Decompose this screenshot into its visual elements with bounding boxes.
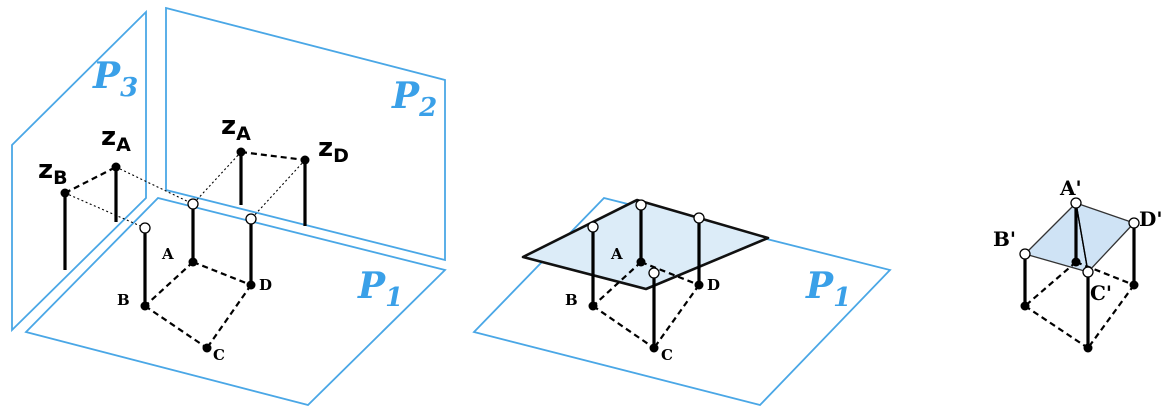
right-top-point-c xyxy=(1082,266,1094,278)
label-za-p3: zA xyxy=(101,122,131,156)
label-c: C xyxy=(213,346,225,364)
base-ad xyxy=(192,260,252,287)
plane-p3 xyxy=(11,9,147,333)
top-diagonal xyxy=(1075,202,1089,273)
right-base-ab xyxy=(1024,261,1077,307)
label-zd: zD xyxy=(318,133,349,167)
right-base-bc xyxy=(1024,305,1089,349)
mid-top-point-a xyxy=(635,199,647,211)
right-base-ad xyxy=(1075,260,1135,287)
plane-p1-label: P1 xyxy=(357,265,403,313)
middle-plane-p1-label: P1 xyxy=(805,265,851,313)
plane-p3-label: P3 xyxy=(92,55,138,103)
mid-base-point-c xyxy=(649,343,659,353)
proj-line-za-p3 xyxy=(115,166,194,205)
label-za-p2: zA xyxy=(221,111,251,145)
proj-line-zd-p2 xyxy=(250,159,306,220)
label-zb: zB xyxy=(38,155,68,189)
base-point-b xyxy=(140,301,150,311)
mid-base-point-b xyxy=(588,301,598,311)
base-point-c xyxy=(202,343,212,353)
proj-line-zb xyxy=(64,192,146,229)
right-base-point-a xyxy=(1071,257,1081,267)
mid-base-point-a xyxy=(636,257,646,267)
plane-p1 xyxy=(24,197,447,406)
mid-top-point-b xyxy=(587,221,599,233)
right-top-point-a xyxy=(1070,197,1082,209)
right-base-point-c xyxy=(1083,343,1093,353)
right-base-point-d xyxy=(1129,280,1139,290)
mid-label-d: D xyxy=(707,276,720,294)
top-point-a xyxy=(187,198,199,210)
label-d: D xyxy=(259,276,272,294)
right-top-point-d xyxy=(1128,217,1140,229)
right-base-point-b xyxy=(1020,301,1030,311)
base-dc xyxy=(206,284,252,349)
tilted-plane xyxy=(521,198,770,291)
mid-base-point-d xyxy=(694,280,704,290)
mid-label-a: A xyxy=(610,245,623,263)
p3-top-edge xyxy=(64,166,117,194)
right-base-dc xyxy=(1087,284,1135,349)
mid-top-point-c xyxy=(648,267,660,279)
plane-p2 xyxy=(165,6,446,262)
label-b: B xyxy=(117,291,130,309)
plane-p2-label: P2 xyxy=(391,75,437,123)
base-bc xyxy=(144,305,208,349)
left-panel: P3 P2 P1 xyxy=(11,6,447,406)
base-point-d xyxy=(246,280,256,290)
base-ab xyxy=(144,261,194,307)
right-label-b: B' xyxy=(993,227,1016,251)
right-panel: A' B' C' D' xyxy=(993,176,1162,353)
mid-top-point-d xyxy=(693,212,705,224)
middle-panel: A B C D P1 xyxy=(472,197,892,407)
proj-line-za-p2 xyxy=(192,151,242,205)
mid-label-b: B xyxy=(565,291,578,309)
label-a: A xyxy=(161,245,174,263)
right-label-d: D' xyxy=(1139,207,1162,231)
mid-base-dc xyxy=(653,284,700,349)
top-point-d xyxy=(245,213,257,225)
p2-top-edge xyxy=(240,150,306,162)
mid-base-ad xyxy=(640,260,700,287)
mid-base-ab xyxy=(592,261,642,307)
mid-label-c: C xyxy=(661,346,673,364)
mid-base-bc xyxy=(592,305,655,349)
right-top-point-b xyxy=(1019,248,1031,260)
base-point-a xyxy=(188,257,198,267)
right-label-a: A' xyxy=(1059,176,1082,200)
top-point-b xyxy=(139,222,151,234)
right-label-c: C' xyxy=(1090,281,1112,305)
